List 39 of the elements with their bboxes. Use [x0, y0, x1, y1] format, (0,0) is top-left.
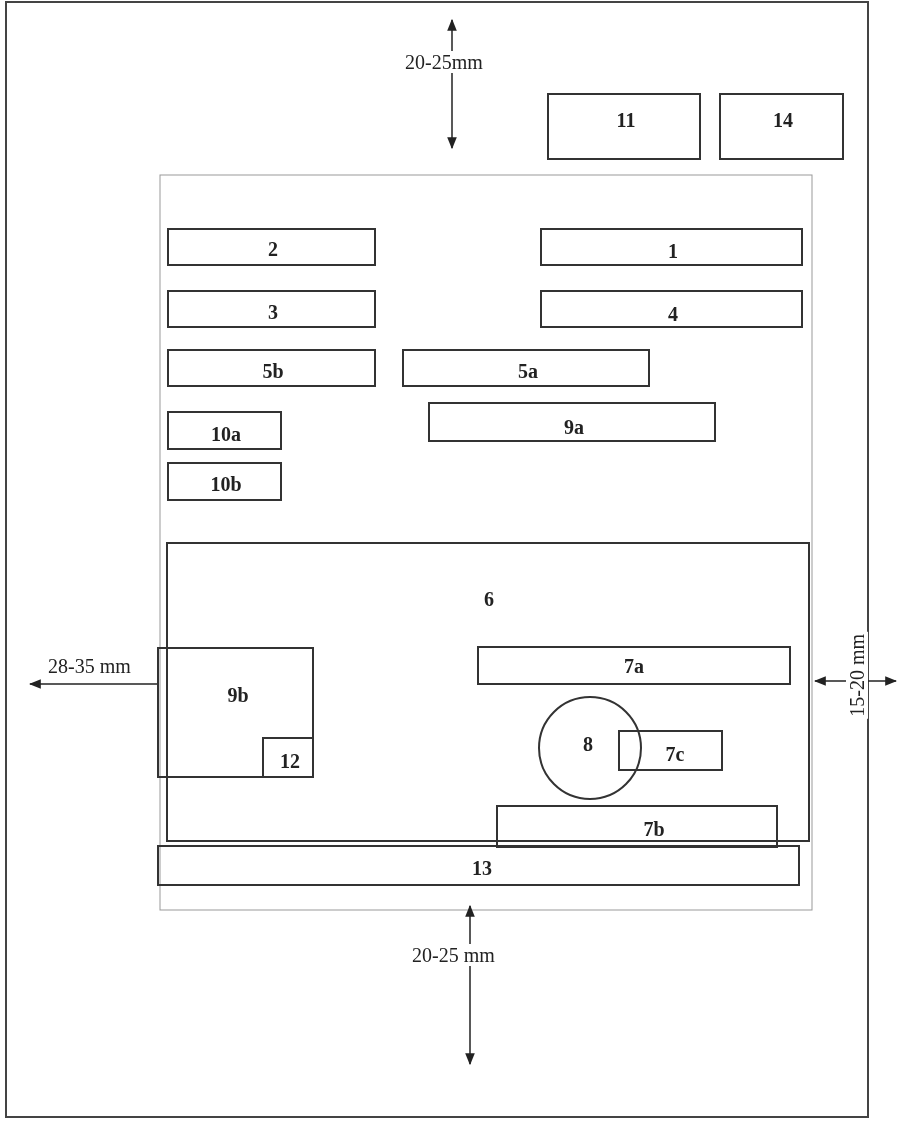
layout-box — [719, 93, 844, 160]
layout-box — [547, 93, 701, 160]
dimension-label: 20-25 mm — [410, 944, 497, 966]
field-number: 7a — [624, 656, 644, 676]
field-number: 7b — [643, 819, 665, 839]
layout-box — [428, 402, 716, 442]
layout-box — [496, 805, 778, 848]
layout-box — [167, 290, 376, 328]
dimension-label: 20-25mm — [403, 51, 485, 73]
layout-box — [167, 411, 282, 450]
field-number: 10b — [210, 474, 242, 494]
field-number: 5a — [518, 361, 538, 381]
layout-box — [167, 228, 376, 266]
field-number: 11 — [616, 110, 636, 130]
layout-box — [167, 462, 282, 501]
field-number: 7c — [665, 744, 685, 764]
field-number: 14 — [773, 110, 793, 130]
field-number: 10a — [211, 424, 241, 444]
dimension-label: 15-20 mm — [846, 632, 868, 719]
field-number: 2 — [268, 239, 278, 259]
layout-box — [618, 730, 723, 771]
layout-box — [477, 646, 791, 685]
field-number: 8 — [583, 734, 593, 754]
field-number: 1 — [668, 241, 678, 261]
field-number: 13 — [472, 858, 492, 878]
layout-box — [166, 542, 810, 842]
field-number: 3 — [268, 302, 278, 322]
field-number: 6 — [484, 589, 494, 609]
field-number: 9b — [227, 685, 249, 705]
field-number: 9a — [564, 417, 584, 437]
layout-box — [540, 228, 803, 266]
layout-box — [157, 845, 800, 886]
layout-box — [262, 737, 314, 778]
field-number: 5b — [262, 361, 284, 381]
layout-box — [540, 290, 803, 328]
layout-box — [402, 349, 650, 387]
field-number: 4 — [668, 304, 678, 324]
layout-box — [167, 349, 376, 387]
field-number: 12 — [280, 751, 300, 771]
